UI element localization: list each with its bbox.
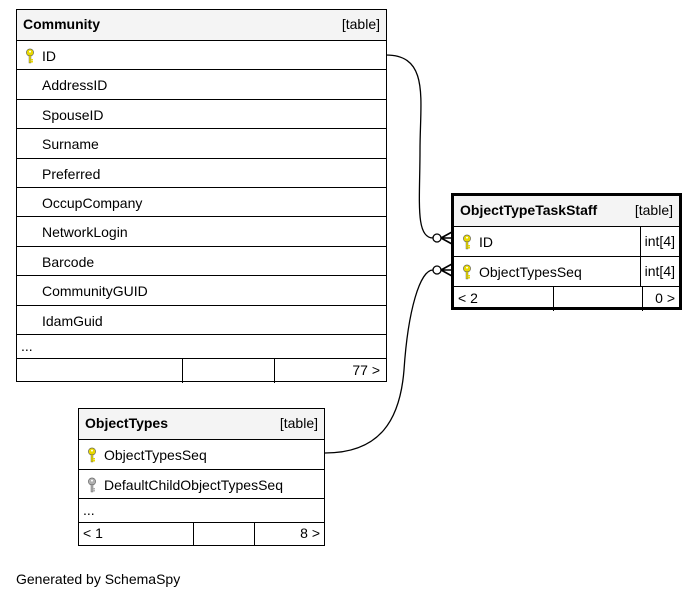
table-row[interactable]: OccupCompany: [17, 188, 386, 218]
footer-parents-count[interactable]: < 2: [458, 290, 478, 306]
relationship-objecttypes-seq: [324, 269, 434, 454]
table-row[interactable]: IdamGuid: [17, 306, 386, 335]
footer-cell: 0 >: [642, 287, 679, 311]
table-tag: [table]: [634, 202, 673, 218]
column-name: Surname: [42, 136, 99, 153]
column-name: DefaultChildObjectTypesSeq: [104, 476, 283, 493]
primary-key-icon: [87, 447, 97, 463]
table-footer: < 2 0 >: [454, 287, 679, 311]
column-name: IdamGuid: [42, 312, 103, 329]
generated-by-credit: Generated by SchemaSpy: [16, 571, 181, 587]
column-name: AddressID: [42, 77, 108, 94]
column-type: int[4]: [639, 257, 679, 286]
table-row[interactable]: Barcode: [17, 247, 386, 277]
relationship-crowfoot-marker: [440, 263, 453, 277]
table-footer: 77 >: [17, 358, 386, 383]
table-tag: [table]: [279, 415, 318, 431]
table-header: Community [table]: [17, 10, 386, 41]
footer-cell: < 1: [79, 523, 193, 546]
table-row[interactable]: Surname: [17, 129, 386, 159]
column-name: OccupCompany: [42, 194, 143, 211]
column-name: Barcode: [42, 253, 95, 270]
table-community[interactable]: Community [table] ID AddressID SpouseID Sur…: [16, 9, 387, 383]
column-name: ID: [42, 48, 56, 64]
column-type: int[4]: [639, 227, 679, 256]
column-name: SpouseID: [42, 106, 104, 123]
table-footer: < 1 8 >: [79, 523, 324, 546]
table-row[interactable]: Preferred: [17, 159, 386, 188]
footer-cell: [193, 523, 254, 546]
footer-children-count[interactable]: 0 >: [655, 290, 675, 306]
table-tag: [table]: [341, 16, 380, 32]
more-columns: ...: [79, 499, 324, 523]
footer-children-count[interactable]: 8 >: [300, 525, 320, 541]
table-name: ObjectTypeTaskStaff: [460, 202, 598, 218]
column-name: ID: [479, 234, 493, 250]
column-name: Preferred: [42, 165, 101, 182]
table-row[interactable]: SpouseID: [17, 100, 386, 130]
primary-key-icon: [25, 48, 35, 64]
relationship-optional-marker: [432, 265, 442, 275]
relationship-crowfoot-marker: [440, 231, 453, 245]
column-name: ObjectTypesSeq: [479, 264, 582, 280]
table-row[interactable]: ID int[4]: [454, 227, 679, 257]
table-row[interactable]: ObjectTypesSeq: [79, 440, 324, 470]
table-name: Community: [23, 16, 100, 32]
column-name: ObjectTypesSeq: [104, 447, 207, 463]
footer-parents-count[interactable]: < 1: [83, 525, 103, 541]
table-row[interactable]: ObjectTypesSeq int[4]: [454, 257, 679, 287]
table-row[interactable]: DefaultChildObjectTypesSeq: [79, 470, 324, 499]
relationship-optional-marker: [432, 233, 442, 243]
foreign-key-icon: [87, 477, 97, 493]
table-row[interactable]: NetworkLogin: [17, 217, 386, 247]
footer-cell: < 2: [454, 287, 553, 311]
table-row[interactable]: CommunityGUID: [17, 276, 386, 306]
table-header: ObjectTypeTaskStaff [table]: [454, 196, 679, 227]
table-row[interactable]: ID: [17, 41, 386, 71]
primary-key-icon: [462, 234, 472, 250]
table-header: ObjectTypes [table]: [79, 409, 324, 440]
footer-cell: [182, 358, 274, 383]
primary-key-icon: [462, 264, 472, 280]
footer-cell: 77 >: [274, 358, 386, 383]
table-row[interactable]: AddressID: [17, 70, 386, 100]
footer-cell: 8 >: [254, 523, 324, 546]
relationship-community-id: [385, 54, 434, 239]
footer-cell: [553, 287, 642, 311]
column-name: NetworkLogin: [42, 224, 128, 241]
footer-children-count[interactable]: 77 >: [352, 361, 380, 378]
more-columns: ...: [17, 335, 386, 359]
column-name: CommunityGUID: [42, 283, 148, 300]
table-name: ObjectTypes: [85, 415, 168, 431]
